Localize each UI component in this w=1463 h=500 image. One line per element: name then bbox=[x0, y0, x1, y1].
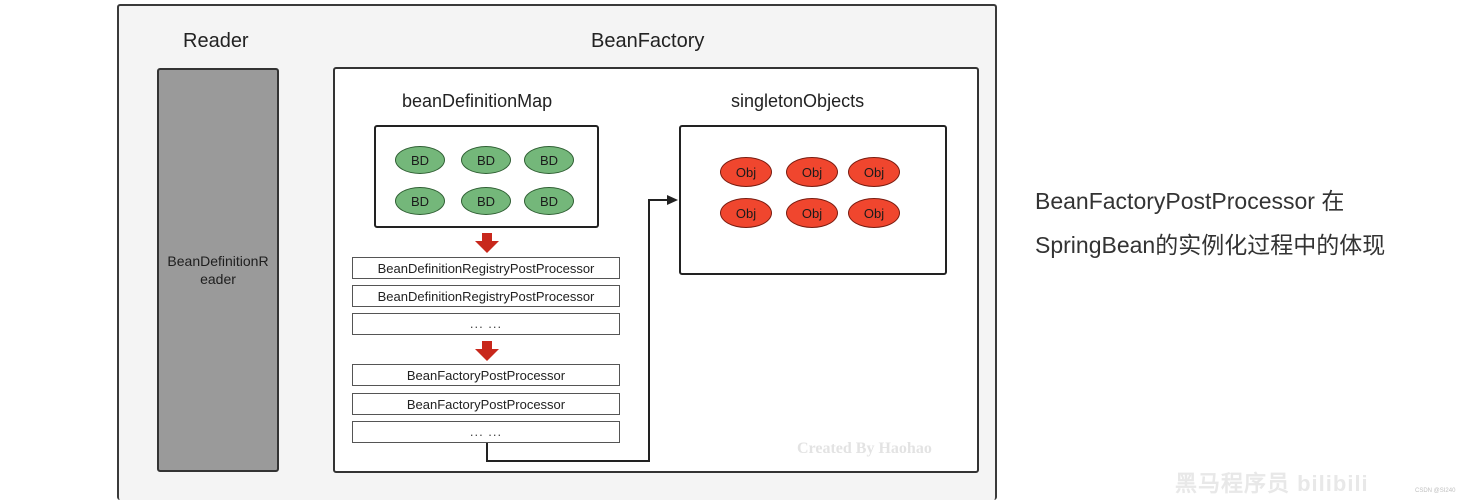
down-arrow-icon bbox=[475, 341, 499, 361]
bean-definition-node: BD bbox=[524, 146, 574, 174]
corner-logo: 黑马程序员 bilibili bbox=[1175, 471, 1369, 496]
bean-definition-reader-box: BeanDefinitionReader bbox=[157, 68, 279, 472]
singleton-object-node: Obj bbox=[720, 157, 772, 187]
registry-post-processor-box: BeanDefinitionRegistryPostProcessor bbox=[352, 285, 620, 307]
reader-title: Reader bbox=[183, 30, 249, 52]
flow-connector bbox=[486, 195, 678, 462]
factory-post-processor-box: BeanFactoryPostProcessor bbox=[352, 364, 620, 386]
singleton-object-node: Obj bbox=[720, 198, 772, 228]
registry-post-processor-more: ... ... bbox=[352, 313, 620, 335]
bean-definition-node: BD bbox=[524, 187, 574, 215]
watermark-text: Created By Haohao bbox=[797, 440, 932, 457]
singleton-objects-title: singletonObjects bbox=[731, 91, 865, 111]
singleton-object-node: Obj bbox=[848, 157, 900, 187]
caption-line-1: BeanFactoryPostProcessor 在 bbox=[1035, 188, 1345, 214]
singleton-object-node: Obj bbox=[786, 198, 838, 228]
bean-definition-node: BD bbox=[395, 187, 445, 215]
bean-definition-map-title: beanDefinitionMap bbox=[402, 91, 553, 111]
bean-definition-node: BD bbox=[395, 146, 445, 174]
bean-definition-node: BD bbox=[461, 146, 511, 174]
csdn-mark: CSDN @SI240 bbox=[1415, 488, 1456, 494]
down-arrow-icon bbox=[475, 233, 499, 253]
caption-line-2: SpringBean的实例化过程中的体现 bbox=[1035, 232, 1386, 258]
singleton-object-node: Obj bbox=[786, 157, 838, 187]
bean-definition-reader-label: BeanDefinitionReader bbox=[167, 253, 269, 287]
bean-factory-title: BeanFactory bbox=[591, 30, 705, 52]
factory-post-processor-box: BeanFactoryPostProcessor bbox=[352, 393, 620, 415]
bean-definition-node: BD bbox=[461, 187, 511, 215]
factory-post-processor-more: ... ... bbox=[352, 421, 620, 443]
singleton-object-node: Obj bbox=[848, 198, 900, 228]
registry-post-processor-box: BeanDefinitionRegistryPostProcessor bbox=[352, 257, 620, 279]
